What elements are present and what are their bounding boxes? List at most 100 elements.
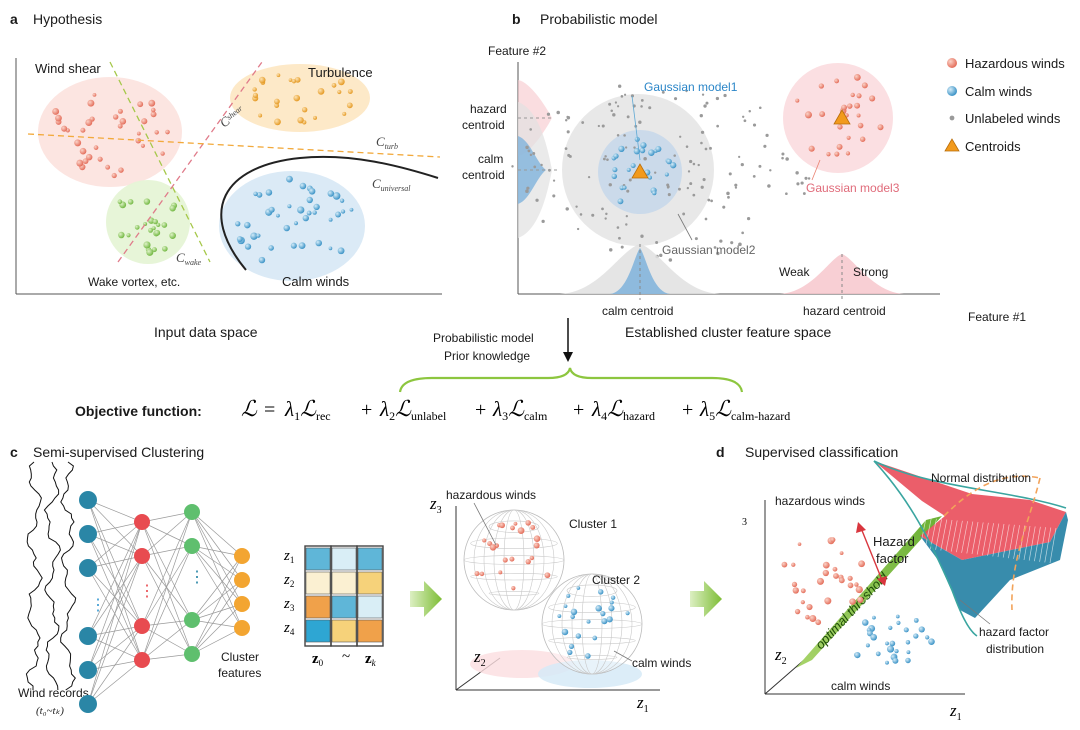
network-edge <box>191 555 243 621</box>
hazard-factor-arrowhead-top <box>856 522 866 533</box>
cluster2-point <box>625 611 630 616</box>
network-edge <box>191 545 243 629</box>
hazard-point <box>856 93 862 99</box>
calm-point <box>647 175 652 180</box>
calm-wind-point <box>276 213 280 218</box>
unlabeled-point <box>785 192 788 196</box>
network-edge <box>191 619 243 629</box>
unlabeled-point <box>576 227 580 231</box>
unlabeled-point <box>608 102 612 106</box>
wind-shear-point <box>85 153 93 161</box>
turbulence-point <box>274 103 280 108</box>
unlabeled-point <box>694 237 698 241</box>
network-node-layer-1 <box>134 652 150 668</box>
unlabeled-point <box>605 212 608 216</box>
unlabeled-point <box>655 241 659 244</box>
cluster1-sphere <box>463 509 565 611</box>
feature2-label: Feature #2 <box>488 44 546 58</box>
turbulence-point <box>252 92 259 98</box>
c3d-z1-label: z1 <box>636 693 649 715</box>
unlabeled-point <box>623 134 626 137</box>
hazard-factor-dist-label-2: distribution <box>986 642 1044 656</box>
wind-shear-point <box>76 159 84 167</box>
d-hazard-point <box>839 551 844 556</box>
unlabeled-point <box>703 104 707 108</box>
unlabeled-point <box>552 179 556 182</box>
wake-vortex-point <box>126 233 131 238</box>
network-node-layer-0 <box>79 559 97 577</box>
hatch-line <box>1044 527 1052 563</box>
eq-term-4: λ4ℒhazard <box>591 396 655 423</box>
calm-winds-region <box>219 171 365 281</box>
strong-label: Strong <box>853 265 888 279</box>
matrix-cell <box>357 571 383 595</box>
cluster1-point <box>510 525 515 531</box>
d-hazard-point <box>833 573 839 579</box>
unlabeled-point <box>668 258 673 262</box>
z3-label: z3 <box>283 596 295 613</box>
unlabeled-point <box>763 144 767 148</box>
calm-wind-point <box>315 239 322 247</box>
network-edge <box>141 511 193 627</box>
unlabeled-point <box>685 145 689 148</box>
legend-hazard-label: Hazardous winds <box>965 56 1065 71</box>
legend-hazard-swatch <box>947 58 957 68</box>
cluster1-point <box>482 538 487 543</box>
matrix-cell <box>357 547 383 571</box>
hazard-centroid-y-label-1: hazard <box>470 102 507 116</box>
network-edge <box>87 521 143 671</box>
d-hazard-point <box>805 614 810 620</box>
d-hazard-point <box>830 537 836 543</box>
hatch-line <box>971 521 979 555</box>
wind-shear-point <box>136 131 141 136</box>
unlabeled-point <box>697 163 700 167</box>
hidden1-ellipsis: ⋮ <box>139 583 155 600</box>
cluster2-point <box>608 605 615 612</box>
z1-label: z1 <box>283 548 294 565</box>
turbulence-point <box>293 94 300 102</box>
unlabeled-point <box>633 146 636 149</box>
hatch-line <box>919 517 927 549</box>
unlabeled-point <box>666 183 670 187</box>
network-edge <box>87 499 143 627</box>
network-edge <box>87 521 143 535</box>
d-calm-point <box>894 648 899 654</box>
hazard-point <box>826 152 831 157</box>
turbulence-point <box>252 87 257 92</box>
unlabeled-point <box>526 186 530 190</box>
turbulence-point <box>347 89 353 95</box>
network-edge <box>87 521 143 569</box>
calm-point <box>640 142 647 149</box>
unlabeled-point <box>674 97 678 101</box>
cluster1-latitude <box>488 590 540 596</box>
unlabeled-point <box>587 175 591 179</box>
legend-calm-swatch <box>947 86 957 96</box>
eq-plus-3: + <box>573 399 584 421</box>
calm-wind-point <box>337 247 345 255</box>
unlabeled-point <box>511 165 514 168</box>
wind-shear-point <box>52 108 60 115</box>
network-node-layer-2 <box>184 646 200 662</box>
calm-wind-point <box>299 182 307 190</box>
hazard-point <box>795 98 800 103</box>
cluster-feature-space-label: Established cluster feature space <box>625 324 831 340</box>
network-node-layer-0 <box>79 491 97 509</box>
d-calm-point <box>885 641 889 646</box>
d-calm-point <box>889 640 896 647</box>
d-hazard-point <box>781 561 788 568</box>
cluster1-point <box>511 586 516 591</box>
hidden2-ellipsis: ⋮ <box>189 569 205 586</box>
d-hazard-point <box>794 608 801 615</box>
wind-record-trace <box>60 461 77 691</box>
svg-text:λ5ℒcalm-hazard: λ5ℒcalm-hazard <box>699 396 790 423</box>
network-edge <box>191 627 243 655</box>
cluster1-point <box>533 535 541 543</box>
d-calm-point <box>865 643 870 648</box>
network-node-layer-3 <box>234 620 250 636</box>
calm-centroid-y-label-1: calm <box>478 152 503 166</box>
hazard-factor-arrow <box>860 527 883 581</box>
d-hazard-point <box>854 582 859 587</box>
matrix-row-labels: z1 z2 z3 z4 <box>283 548 295 637</box>
calm-wind-point <box>256 233 261 238</box>
wake-vortex-point <box>156 222 161 228</box>
